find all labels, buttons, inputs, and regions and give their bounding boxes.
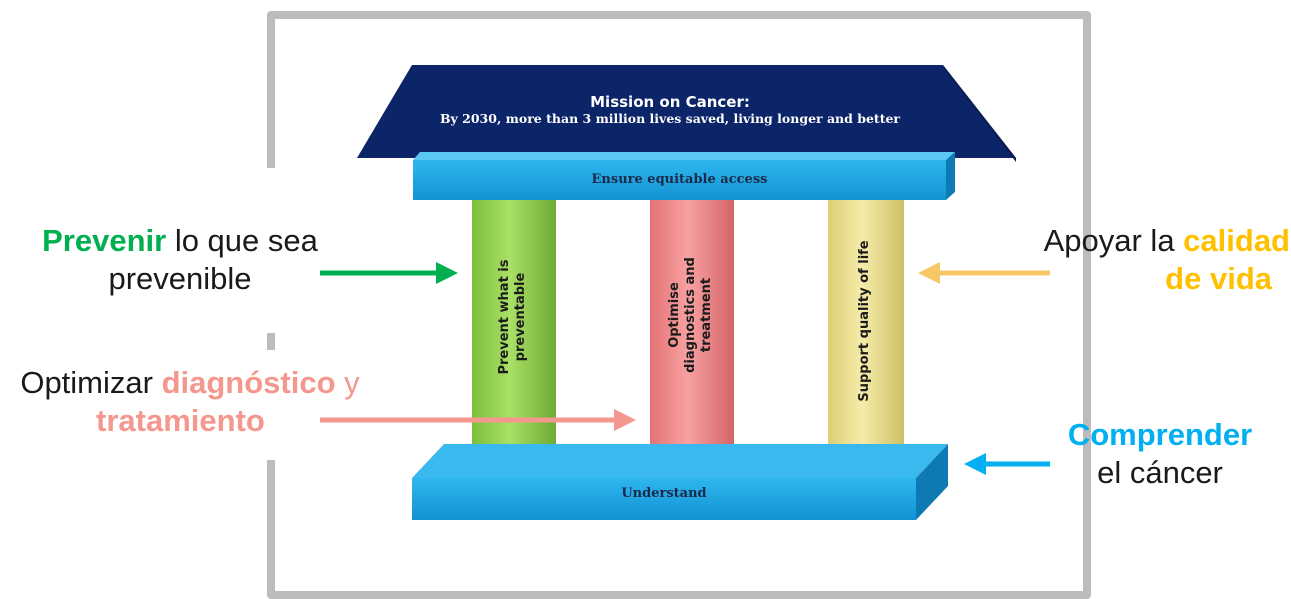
base-top [412,444,948,478]
arrow-prevent-head [436,262,458,284]
pillar-support-line1: Support quality of life [857,240,872,402]
prevent-bold: Prevenir [42,223,167,258]
understand-line2: el cáncer [1097,455,1223,490]
annotation-understand: Comprender el cáncer [1050,416,1270,492]
support-start: Apoyar la [1043,223,1184,258]
pillar-prevent-line1: Prevent what is [497,259,512,375]
roof-side [943,65,1016,162]
annotation-prevent: Prevenir lo que sea prevenible [20,222,340,298]
base-band-label: Understand [621,486,707,501]
pillar-optimise-line3: treatment [699,277,714,353]
top-band-label: Ensure equitable access [591,172,768,187]
support-bold1: calidad [1183,223,1290,258]
optimise-end: y [335,365,360,400]
frame-gap-left [262,168,282,333]
pillar-prevent-label: Prevent what is preventable [497,217,531,417]
arrow-optimise-head [614,409,636,431]
arrow-support-head [918,262,940,284]
base-side [916,444,948,520]
pillar-optimise-line2: diagnostics and [683,257,698,373]
frame-gap-right [1063,168,1083,320]
annotation-optimise: Optimizar diagnóstico y tratamiento [0,364,380,440]
roof-subtitle: By 2030, more than 3 million lives saved… [439,111,901,126]
prevent-rest: lo que sea [166,223,318,258]
arrow-understand-head [964,453,986,475]
roof-text: Mission on Cancer: By 2030, more than 3 … [430,93,910,127]
optimise-start: Optimizar [20,365,162,400]
top-band-face [413,160,946,200]
frame-gap-right-lower [1063,400,1083,510]
pillar-prevent-line2: preventable [513,272,528,362]
base-face [412,478,916,520]
pillar-optimise-label: Optimise diagnostics and treatment [667,215,717,415]
pillar-support-label: Support quality of life [857,221,875,421]
pillar-optimise-line1: Optimise [667,282,682,348]
optimise-bold1: diagnóstico [161,365,336,400]
annotation-support: Apoyar la calidad de vida [1020,222,1290,298]
understand-bold: Comprender [1067,417,1253,452]
optimise-bold2: tratamiento [96,403,265,438]
prevent-line2: prevenible [108,261,252,296]
roof-title: Mission on Cancer: [590,93,750,111]
top-band-top [413,152,955,160]
frame-gap-left-lower [262,350,282,460]
support-bold2: de vida [1165,261,1272,296]
top-band-side [946,152,955,200]
roof-shape [357,65,1016,158]
